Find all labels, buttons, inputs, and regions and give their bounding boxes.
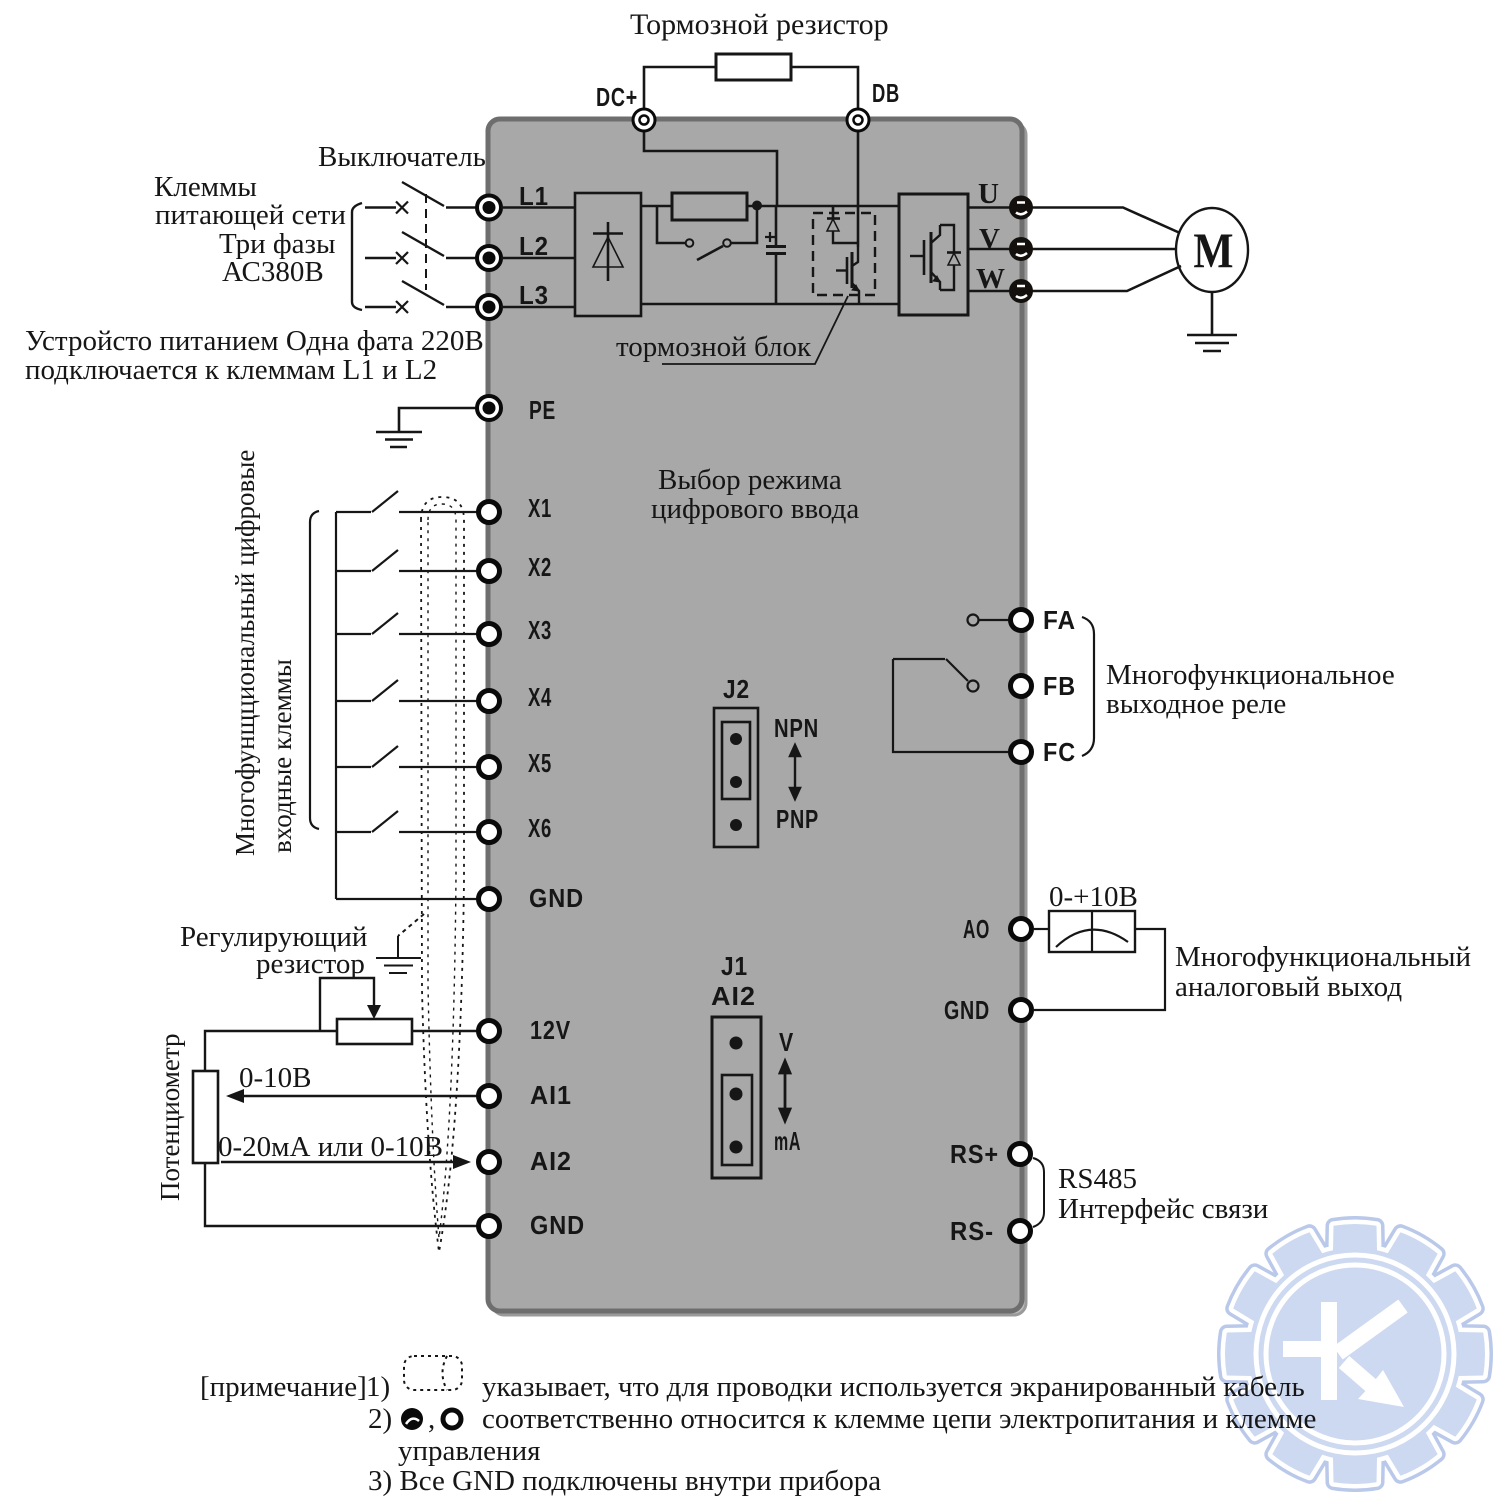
svg-text:mA: mA [774, 1126, 801, 1156]
svg-text:X2: X2 [528, 552, 552, 582]
svg-text:X6: X6 [528, 813, 552, 843]
svg-text:1): 1) [366, 1371, 390, 1403]
svg-text:тормозной блок: тормозной блок [616, 331, 812, 363]
svg-text:Выбор режима: Выбор режима [658, 464, 842, 496]
svg-text:PE: PE [529, 395, 556, 425]
svg-text:GND: GND [530, 1210, 585, 1240]
svg-text:цифрового ввода: цифрового ввода [651, 493, 859, 525]
svg-text:Интерфейс связи: Интерфейс связи [1058, 1193, 1268, 1225]
svg-text:FC: FC [1043, 737, 1076, 767]
svg-text:FB: FB [1043, 671, 1076, 701]
svg-text:DB: DB [872, 78, 900, 108]
svg-text:FA: FA [1043, 605, 1076, 635]
svg-text:AI2: AI2 [711, 981, 756, 1011]
svg-text:X4: X4 [528, 682, 552, 712]
svg-text:U: U [978, 178, 999, 210]
svg-text:M: M [1193, 224, 1233, 279]
svg-text:Три фазы: Три фазы [219, 228, 335, 260]
svg-text:выходное реле: выходное реле [1106, 688, 1286, 720]
svg-text:0-20мА или 0-10В: 0-20мА или 0-10В [218, 1131, 443, 1163]
svg-text:Устройсто питанием Одна фата 2: Устройсто питанием Одна фата 220В [25, 325, 484, 357]
svg-text:X5: X5 [528, 748, 552, 778]
svg-text:NPN: NPN [774, 713, 819, 743]
svg-text:Выключатель: Выключатель [318, 141, 486, 173]
svg-text:RS+: RS+ [950, 1139, 999, 1169]
svg-text:L2: L2 [519, 231, 549, 261]
svg-text:AI2: AI2 [530, 1146, 572, 1176]
svg-text:Регулирующий: Регулирующий [180, 921, 367, 953]
svg-text:J1: J1 [721, 951, 748, 981]
svg-text:GND: GND [529, 883, 584, 913]
svg-text:[примечание]: [примечание] [200, 1371, 367, 1403]
svg-text:X3: X3 [528, 615, 552, 645]
svg-text:Клеммы: Клеммы [154, 171, 257, 203]
svg-text:Потенциометр: Потенциометр [155, 1034, 185, 1201]
svg-text:W: W [976, 263, 1005, 295]
svg-text:AO: AO [963, 914, 990, 944]
svg-text:0-10В: 0-10В [239, 1062, 312, 1094]
svg-text:соответственно относится к кле: соответственно относится к клемме цепи э… [482, 1403, 1316, 1435]
svg-text:V: V [779, 1027, 794, 1057]
svg-text:RS-: RS- [950, 1216, 994, 1246]
svg-text:управления: управления [398, 1435, 540, 1467]
svg-text:PNP: PNP [776, 804, 819, 834]
svg-text:0-+10В: 0-+10В [1049, 881, 1138, 913]
svg-text:Многофунщциональный цифровые: Многофунщциональный цифровые [230, 450, 260, 856]
svg-text:X1: X1 [528, 493, 552, 523]
svg-text:,: , [428, 1403, 435, 1435]
svg-text:J2: J2 [723, 674, 750, 704]
svg-text:АС380В: АС380В [222, 256, 324, 288]
svg-text:L1: L1 [519, 181, 549, 211]
svg-text:AI1: AI1 [530, 1080, 572, 1110]
svg-text:питающей сети: питающей сети [155, 199, 346, 231]
svg-text:входные клеммы: входные клеммы [267, 659, 297, 853]
svg-text:аналоговый выход: аналоговый выход [1175, 971, 1402, 1003]
svg-text:L3: L3 [519, 280, 549, 310]
svg-text:Тормозной резистор: Тормозной резистор [630, 8, 889, 41]
svg-text:V: V [979, 223, 1000, 255]
svg-text:Многофункциональное: Многофункциональное [1106, 659, 1395, 691]
svg-text:3) Все GND подключены внутри п: 3) Все GND подключены внутри прибора [368, 1465, 881, 1497]
svg-text:12V: 12V [530, 1015, 571, 1045]
svg-text:резистор: резистор [256, 948, 365, 980]
svg-text:указывает, что для проводки ис: указывает, что для проводки используется… [482, 1371, 1305, 1403]
svg-text:2): 2) [368, 1403, 392, 1435]
svg-text:RS485: RS485 [1058, 1163, 1137, 1195]
svg-text:DC+: DC+ [596, 82, 638, 112]
svg-text:подключается к клеммам L1 и L2: подключается к клеммам L1 и L2 [25, 354, 437, 386]
svg-text:GND: GND [944, 995, 990, 1025]
svg-text:Многофункциональный: Многофункциональный [1175, 941, 1471, 973]
